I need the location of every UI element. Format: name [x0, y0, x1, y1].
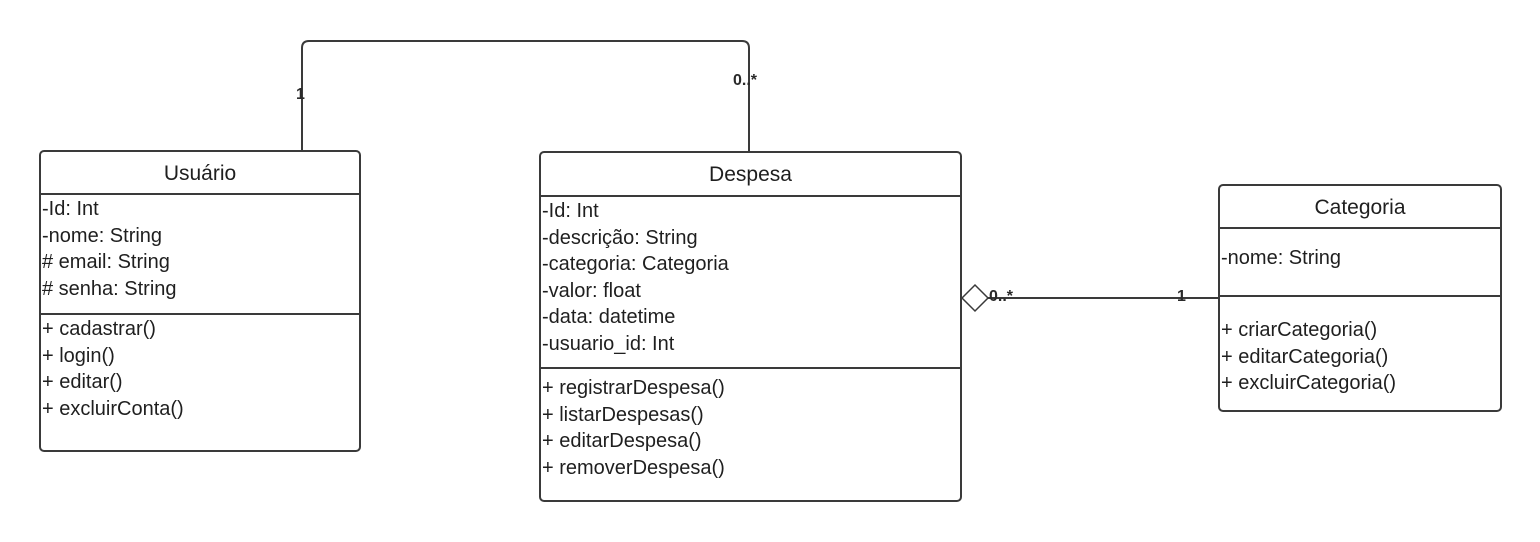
attribute-row: -valor: float: [542, 279, 641, 302]
operation-row: + editarCategoria(): [1221, 345, 1389, 368]
operations-compartment: + registrarDespesa() + listarDespesas() …: [541, 367, 960, 481]
attribute-row: # senha: String: [42, 277, 177, 300]
attribute-row: -descrição: String: [542, 226, 698, 249]
attributes-compartment: -Id: Int -descrição: String -categoria: …: [541, 197, 960, 367]
operation-row: + cadastrar(): [42, 318, 156, 340]
operations-compartment: + criarCategoria() + editarCategoria() +…: [1220, 295, 1500, 397]
operations-compartment: + cadastrar() + login() + editar() + exc…: [41, 313, 359, 422]
attribute-row: -Id: Int: [42, 198, 99, 220]
class-usuario[interactable]: Usuário -Id: Int -nome: String # email: …: [39, 150, 361, 452]
attribute-row: -nome: String: [1221, 247, 1342, 269]
class-name: Categoria: [1220, 186, 1500, 229]
class-despesa[interactable]: Despesa -Id: Int -descrição: String -cat…: [539, 151, 962, 502]
attribute-row: -nome: String: [42, 224, 163, 247]
class-name: Despesa: [541, 153, 960, 197]
class-categoria[interactable]: Categoria -nome: String + criarCategoria…: [1218, 184, 1502, 412]
attributes-compartment: -Id: Int -nome: String # email: String #…: [41, 195, 359, 313]
association-usuario-despesa: [301, 40, 750, 151]
operation-row: + criarCategoria(): [1221, 319, 1378, 341]
attribute-row: -data: datetime: [542, 306, 676, 328]
operation-row: + editarDespesa(): [542, 430, 702, 452]
multiplicity-categoria-end: 1: [1177, 288, 1186, 305]
attribute-row: -usuario_id: Int: [542, 332, 675, 355]
operation-row: + removerDespesa(): [542, 456, 725, 479]
multiplicity-despesa-aggregation-end: 0..*: [989, 288, 1014, 305]
aggregation-diamond-icon: [960, 283, 990, 313]
attribute-row: -categoria: Categoria: [542, 253, 729, 275]
multiplicity-usuario-end: 1: [296, 86, 305, 103]
operation-row: + registrarDespesa(): [542, 377, 725, 399]
attribute-row: # email: String: [42, 251, 170, 273]
attribute-row: -Id: Int: [542, 200, 599, 222]
class-name: Usuário: [41, 152, 359, 195]
operation-row: + excluirConta(): [42, 397, 184, 420]
attributes-compartment: -nome: String: [1220, 229, 1500, 295]
multiplicity-despesa-end: 0..*: [733, 72, 758, 89]
operation-row: + listarDespesas(): [542, 403, 704, 426]
operation-row: + excluirCategoria(): [1221, 372, 1397, 394]
operation-row: + editar(): [42, 371, 123, 393]
operation-row: + login(): [42, 344, 115, 367]
